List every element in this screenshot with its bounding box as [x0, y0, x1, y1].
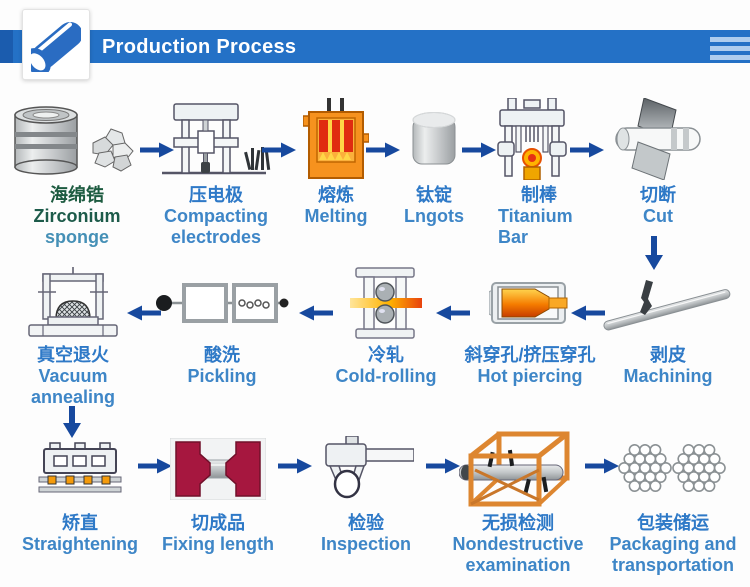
step-melting: 熔炼 Melting — [290, 98, 382, 227]
step-label-zh: 钛锭 — [416, 185, 452, 205]
step-ingots: 钛锭 Lngots — [394, 98, 474, 227]
step-label-zh: 检验 — [348, 513, 384, 533]
compacting-press-icon — [160, 98, 272, 180]
flow-arrow-left — [127, 305, 161, 321]
step-label-zh: 无损检测 — [482, 513, 554, 533]
flow-arrow-right — [278, 458, 312, 474]
step-label-en: Nondestructive examination — [452, 534, 584, 575]
step-machining: 剥皮 Machining — [598, 266, 738, 387]
cold-rolling-mill-icon — [350, 266, 422, 340]
step-label-en: Pickling — [187, 366, 257, 386]
flow-arrow-right — [426, 458, 460, 474]
bar-press-icon — [496, 98, 568, 180]
page-title: Production Process — [102, 36, 297, 58]
step-label-en: Lngots — [404, 206, 464, 226]
step-label-zh: 切成品 — [191, 513, 245, 533]
logo — [22, 9, 90, 80]
step-compacting-electrodes: 压电极 Compacting electrodes — [158, 98, 274, 248]
machining-peeling-icon — [602, 266, 734, 340]
step-label-en: Zirconium — [33, 206, 121, 226]
header-bar-edge — [0, 30, 13, 63]
step-label-en2: sponge — [44, 227, 109, 247]
step-cold-rolling: 冷轧 Cold-rolling — [334, 266, 438, 387]
step-label-zh: 压电极 — [189, 185, 243, 205]
zirconium-sponge-drum-icon — [11, 98, 143, 180]
step-vacuum-annealing: 真空退火 Vacuum annealing — [14, 266, 132, 408]
flow-arrow-left — [436, 305, 470, 321]
step-label-zh: 熔炼 — [318, 185, 354, 205]
step-nondestructive-examination: 无损检测 Nondestructive examination — [448, 430, 588, 576]
header-bar — [0, 30, 750, 63]
step-titanium-bar: 制棒 Titanium Bar — [484, 98, 580, 248]
hamburger-menu-icon[interactable] — [708, 31, 750, 62]
tube-bundles-icon — [618, 430, 728, 508]
step-label-zh: 酸洗 — [204, 345, 240, 365]
step-label-zh: 斜穿孔/挤压穿孔 — [464, 345, 596, 365]
pickling-tanks-icon — [154, 266, 290, 340]
ingot-cylinder-icon — [407, 98, 461, 180]
pipe-icon — [31, 18, 81, 72]
flow-arrow-right — [585, 458, 619, 474]
hot-piercing-icon — [489, 266, 571, 340]
flow-arrow-right — [262, 142, 296, 158]
step-packaging-transportation: 包装储运 Packaging and transportation — [602, 430, 744, 576]
ndt-frame-icon — [459, 430, 577, 508]
step-straightening: 矫直 Straightening — [14, 430, 146, 555]
step-label-zh: 矫直 — [62, 513, 98, 533]
step-label-en: Cold-rolling — [335, 366, 437, 386]
step-inspection: 检验 Inspection — [312, 430, 420, 555]
step-label-en: Inspection — [320, 534, 411, 554]
step-label-zh: 制棒 — [521, 185, 557, 205]
step-hot-piercing: 斜穿孔/挤压穿孔 Hot piercing — [452, 266, 608, 387]
step-label-zh: 剥皮 — [650, 345, 686, 365]
flow-arrow-left — [299, 305, 333, 321]
step-label-en: Straightening — [22, 534, 138, 554]
flow-arrow-right — [140, 142, 174, 158]
step-pickling: 酸洗 Pickling — [156, 266, 289, 387]
flow-arrow-right — [462, 142, 496, 158]
straightening-machine-icon — [36, 430, 124, 508]
step-label-en: Machining — [623, 366, 713, 386]
step-label-en: Melting — [304, 206, 368, 226]
step-label-en: Cut — [643, 206, 673, 226]
flow-arrow-down — [645, 236, 663, 270]
step-zirconium-sponge: 海绵锆 Zirconium sponge — [2, 98, 152, 248]
step-label-en: Fixing length — [162, 534, 274, 554]
step-label-zh: 真空退火 — [37, 345, 109, 365]
vacuum-annealing-furnace-icon — [27, 266, 119, 340]
flow-arrow-down — [63, 406, 81, 438]
flow-arrow-left — [571, 305, 605, 321]
step-label-zh: 冷轧 — [368, 345, 404, 365]
cutting-blade-icon — [614, 98, 702, 180]
flow-arrow-right — [366, 142, 400, 158]
flow-arrow-right — [138, 458, 172, 474]
melting-furnace-icon — [303, 98, 369, 180]
step-label-zh: 包装储运 — [637, 513, 709, 533]
step-label-en: Packaging and transportation — [609, 534, 737, 575]
step-cut: 切断 Cut — [606, 98, 710, 227]
step-label-en: Hot piercing — [477, 366, 583, 386]
step-label-en: Titanium Bar — [498, 206, 573, 247]
step-label-en: Compacting electrodes — [163, 206, 268, 247]
flow-arrow-right — [570, 142, 604, 158]
caliper-icon — [318, 430, 414, 508]
fixing-length-icon — [170, 430, 266, 508]
step-label-zh: 切断 — [640, 185, 676, 205]
step-fixing-length: 切成品 Fixing length — [154, 430, 282, 555]
step-label-zh: 海绵锆 — [50, 185, 104, 205]
step-label-en: Vacuum annealing — [30, 366, 115, 407]
